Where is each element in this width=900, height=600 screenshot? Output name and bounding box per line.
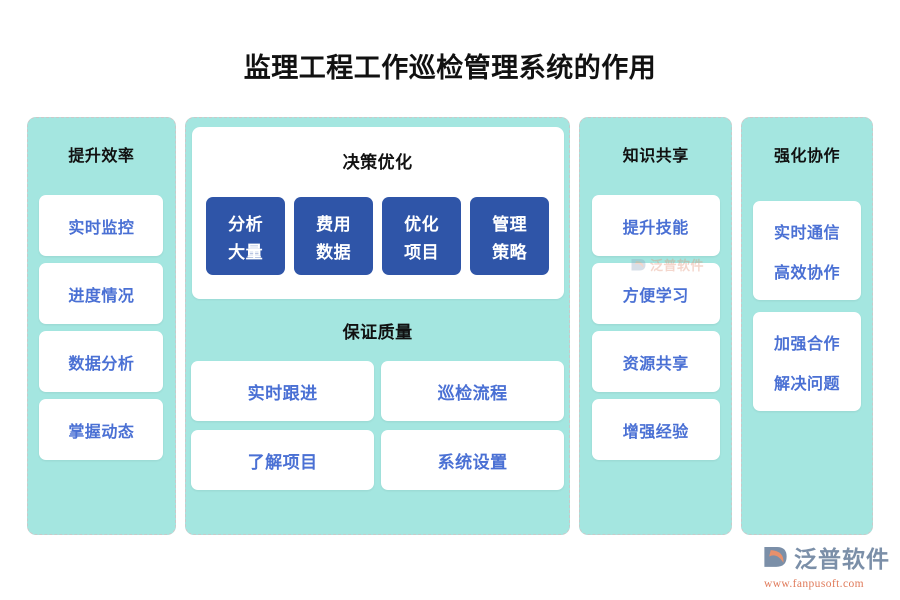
logo-row: 泛普软件 — [762, 543, 890, 575]
card-label: 提升技能 — [622, 219, 689, 237]
panel-collaboration: 强化协作 实时通信 高效协作 加强合作 解决问题 — [741, 117, 873, 535]
subpanel-decision: 决策优化 分析 大量 费用 数据 优化 项目 管理 策略 — [191, 127, 564, 299]
list-item[interactable]: 了解项目 — [191, 430, 375, 490]
list-item[interactable]: 实时监控 — [39, 195, 164, 256]
card-label: 了解项目 — [247, 452, 318, 472]
blue-box-line: 项目 — [404, 242, 440, 262]
card-label: 解决问题 — [774, 375, 841, 393]
list-item[interactable]: 提升技能 — [591, 195, 720, 256]
panel-title-knowledge: 知识共享 — [622, 148, 689, 165]
blue-box-line: 分析 — [228, 214, 264, 234]
list-item[interactable]: 实时跟进 — [191, 361, 375, 421]
card-label: 增强经验 — [622, 423, 689, 441]
panel-title-quality: 保证质量 — [342, 323, 413, 342]
list-item[interactable]: 掌握动态 — [39, 399, 164, 460]
brand-logo: 泛普软件 www.fanpusoft.com — [762, 543, 890, 590]
panel-knowledge-sharing: 知识共享 提升技能 方便学习 资源共享 增强经验 — [579, 117, 733, 535]
blue-box[interactable]: 优化 项目 — [382, 197, 462, 275]
panel-efficiency: 提升效率 实时监控 进度情况 数据分析 掌握动态 — [27, 117, 176, 535]
card-label: 资源共享 — [622, 355, 689, 373]
card-stack-efficiency: 实时监控 进度情况 数据分析 掌握动态 — [28, 195, 175, 460]
blue-box[interactable]: 费用 数据 — [294, 197, 374, 275]
panel-title-efficiency: 提升效率 — [68, 148, 135, 165]
card-label: 进度情况 — [68, 287, 135, 305]
list-item[interactable]: 巡检流程 — [381, 361, 565, 421]
card-label: 数据分析 — [68, 355, 135, 373]
list-item[interactable]: 加强合作 解决问题 — [753, 312, 862, 411]
logo-brand: 泛普软件 — [794, 545, 890, 572]
card-label: 掌握动态 — [68, 423, 135, 441]
list-item[interactable]: 方便学习 — [591, 263, 720, 324]
card-label: 实时跟进 — [247, 383, 318, 403]
blue-box-line: 数据 — [316, 242, 352, 262]
list-item[interactable]: 增强经验 — [591, 399, 720, 460]
card-label: 高效协作 — [774, 264, 841, 282]
card-stack-collaboration: 实时通信 高效协作 加强合作 解决问题 — [742, 201, 872, 411]
fanpu-logo-icon — [762, 543, 789, 575]
list-item[interactable]: 实时通信 高效协作 — [753, 201, 862, 300]
blue-box-line: 管理 — [492, 214, 528, 234]
panel-title-collaboration: 强化协作 — [774, 148, 841, 165]
card-label: 系统设置 — [437, 452, 508, 472]
list-item[interactable]: 数据分析 — [39, 331, 164, 392]
panel-title-decision: 决策优化 — [342, 153, 413, 172]
blue-box-row: 分析 大量 费用 数据 优化 项目 管理 策略 — [206, 197, 550, 275]
card-label: 方便学习 — [622, 287, 689, 305]
card-label: 加强合作 — [774, 335, 841, 353]
blue-box-line: 大量 — [228, 242, 264, 262]
card-label: 巡检流程 — [437, 383, 508, 403]
card-stack-knowledge: 提升技能 方便学习 资源共享 增强经验 — [580, 195, 731, 460]
diagram-board: 提升效率 实时监控 进度情况 数据分析 掌握动态 决策优化 分析 大量 — [27, 117, 873, 535]
blue-box-line: 优化 — [404, 214, 440, 234]
card-label: 实时通信 — [774, 224, 841, 242]
list-item[interactable]: 资源共享 — [591, 331, 720, 392]
blue-box[interactable]: 管理 策略 — [470, 197, 550, 275]
blue-box-line: 策略 — [492, 242, 528, 262]
card-label: 实时监控 — [68, 219, 135, 237]
blue-box[interactable]: 分析 大量 — [206, 197, 286, 275]
logo-url: www.fanpusoft.com — [764, 578, 864, 590]
list-item[interactable]: 系统设置 — [381, 430, 565, 490]
blue-box-line: 费用 — [316, 214, 352, 234]
list-item[interactable]: 进度情况 — [39, 263, 164, 324]
card-grid-quality: 实时跟进 巡检流程 了解项目 系统设置 — [191, 361, 565, 490]
panel-decision-quality: 决策优化 分析 大量 费用 数据 优化 项目 管理 策略 — [184, 117, 571, 535]
page-title: 监理工程工作巡检管理系统的作用 — [243, 53, 657, 83]
